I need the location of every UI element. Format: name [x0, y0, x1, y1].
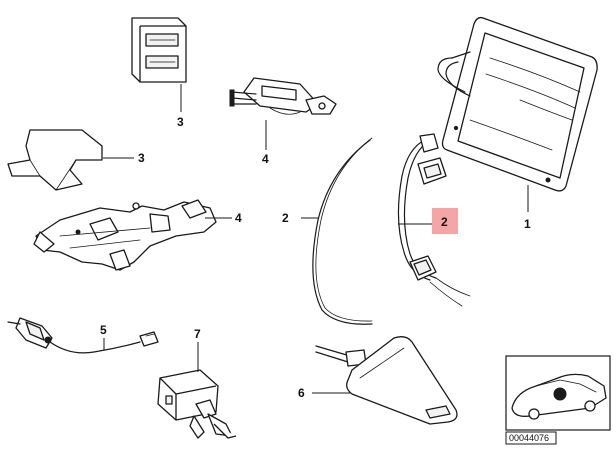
callout-4-holder: 4: [235, 211, 242, 225]
callout-label-5: 5: [100, 323, 107, 337]
part-7-relay[interactable]: [157, 369, 237, 439]
callout-highlight: [432, 208, 458, 234]
part-4-connector[interactable]: [229, 77, 337, 115]
callout-label-2-harness: 2: [441, 215, 448, 229]
callout-label-3-foam: 3: [138, 151, 145, 165]
callout-label-2-cable: 2: [282, 211, 289, 225]
callout-label-1: 1: [524, 217, 531, 231]
callout-label-4-connector: 4: [262, 152, 269, 166]
callout-2-harness[interactable]: 2: [432, 208, 458, 234]
leader-lines: [103, 84, 529, 394]
callout-1: 1: [524, 217, 531, 231]
callout-label-7: 7: [194, 327, 201, 341]
inset-thumbnail: 00044076: [505, 355, 611, 445]
part-3-clip[interactable]: [131, 17, 187, 83]
callout-label-4-holder: 4: [235, 211, 242, 225]
callout-3-foam: 3: [138, 151, 145, 165]
part-1-panel[interactable]: [437, 16, 598, 192]
part-3-foam[interactable]: [7, 129, 103, 191]
part-2-cable[interactable]: [312, 137, 373, 325]
callout-2-cable: 2: [282, 211, 289, 225]
callout-6: 6: [298, 386, 305, 400]
part-4-holder[interactable]: [33, 199, 217, 271]
inset-code: 00044076: [509, 433, 549, 443]
callout-3-clip: 3: [177, 115, 184, 129]
callout-label-6: 6: [298, 386, 305, 400]
callout-7: 7: [194, 327, 201, 341]
part-2-harness[interactable]: [397, 133, 471, 307]
part-5-sensor[interactable]: [7, 317, 159, 354]
callout-4-connector: 4: [262, 152, 269, 166]
callout-label-3-clip: 3: [177, 115, 184, 129]
callout-5: 5: [100, 323, 107, 337]
part-6-strip[interactable]: [315, 336, 458, 425]
